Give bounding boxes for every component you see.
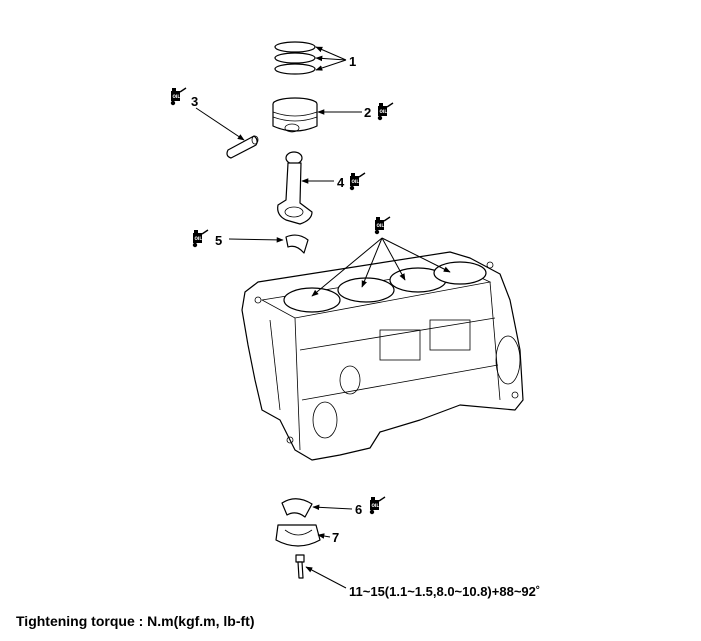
callout-7: 7 — [332, 530, 339, 545]
callout-5: 5 — [215, 233, 222, 248]
svg-text:OIL: OIL — [173, 94, 181, 99]
connecting-rod-bearing — [285, 234, 309, 254]
callout-3-leader — [195, 107, 245, 141]
piston — [272, 97, 318, 133]
main-bearing-upper — [281, 498, 313, 518]
piston-rings — [274, 41, 316, 75]
callout-5-leader — [228, 237, 284, 243]
cylinder-block — [241, 251, 524, 461]
cylinder-oil-leaders — [311, 237, 451, 297]
callout-4: 4 — [337, 175, 345, 190]
svg-text:OIL: OIL — [377, 223, 385, 228]
main-bearing-cap — [275, 524, 321, 547]
piston-pin — [226, 135, 259, 159]
tightening-torque-note: Tightening torque : N.m(kgf.m, lb-ft) — [16, 613, 255, 629]
oil-can-icon: OIL — [374, 216, 391, 235]
callout-7-leader — [317, 533, 331, 539]
torque-spec: 11~15(1.1~1.5,8.0~10.8)+88~92˚ — [349, 584, 540, 599]
oil-can-icon: OIL — [192, 229, 209, 248]
svg-text:OIL: OIL — [372, 503, 380, 508]
svg-text:OIL: OIL — [352, 179, 360, 184]
connecting-rod — [277, 151, 313, 225]
callout-1-leaders — [315, 46, 347, 71]
oil-can-icon: OIL — [349, 172, 366, 191]
svg-text:OIL: OIL — [380, 109, 388, 114]
svg-text:OIL: OIL — [195, 236, 203, 241]
callout-2: 2 — [364, 105, 371, 120]
bearing-cap-bolt — [295, 554, 305, 579]
oil-can-icon: OIL — [369, 496, 386, 515]
callout-6: 6 — [355, 502, 362, 517]
callout-6-leader — [312, 504, 353, 511]
oil-can-icon: OIL — [170, 87, 187, 106]
callout-3: 3 — [191, 94, 198, 109]
callout-1: 1 — [349, 54, 356, 69]
oil-can-icon: OIL — [377, 102, 394, 121]
torque-leader — [305, 566, 347, 589]
